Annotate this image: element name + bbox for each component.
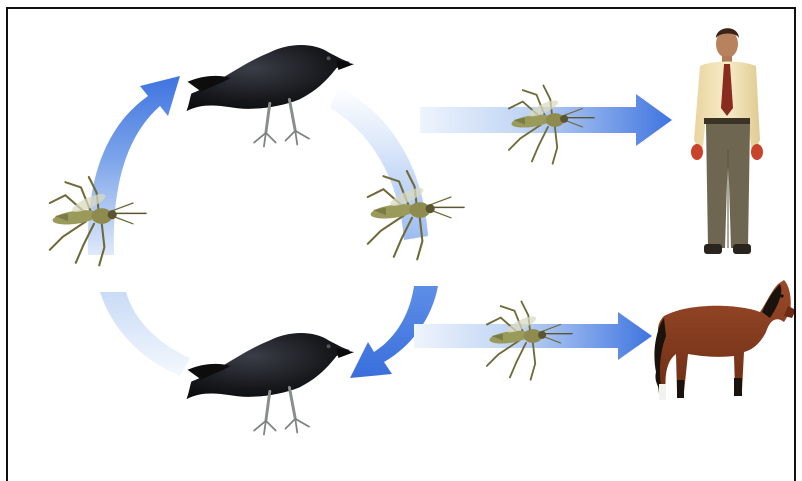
human-icon: [691, 28, 763, 254]
horse-figure: [654, 280, 796, 400]
crow-icon: [187, 45, 355, 146]
crow-bottom: [187, 333, 355, 434]
crow-icon: [187, 333, 355, 434]
cycle-arrow-bottom-left: [100, 292, 190, 376]
human-figure: [691, 28, 763, 254]
horse-icon: [654, 280, 796, 400]
crow-top: [187, 45, 355, 146]
